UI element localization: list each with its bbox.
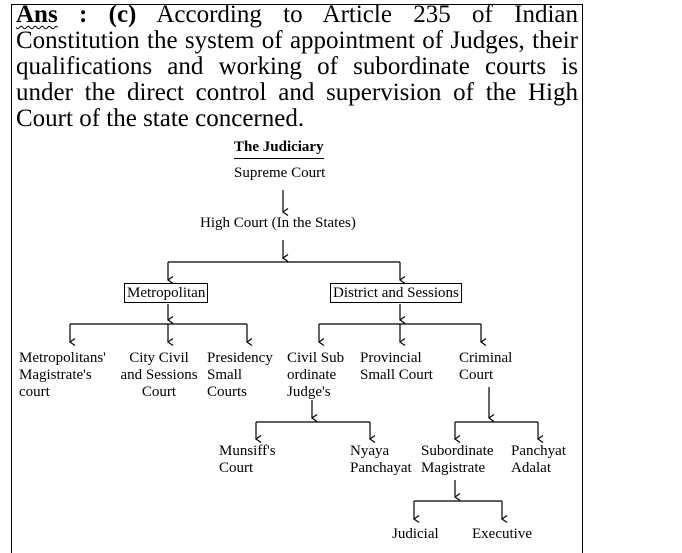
node-munsiff-court: Munsiff's Court (219, 443, 276, 476)
node-presidency-small-courts: Presidency Small Courts (207, 350, 273, 400)
answer-text: According to Article 235 of Indian Const… (16, 1, 579, 132)
answer-separator: : (79, 1, 88, 28)
node-provincial-small-court: Provincial Small Court (360, 350, 433, 383)
node-metro-magistrate-court: Metropolitans' Magistrate's court (19, 350, 106, 400)
node-supreme-court: Supreme Court (234, 165, 326, 181)
node-high-court: High Court (In the States) (200, 215, 356, 231)
node-executive: Executive (472, 526, 532, 542)
answer-option: (c) (108, 1, 137, 28)
node-subordinate-magistrate: Subordinate Magistrate (421, 443, 494, 476)
answer-label: Ans (16, 1, 58, 28)
node-civil-subordinate-judge: Civil Sub ordinate Judge's (287, 350, 345, 400)
diagram-title: The Judiciary (234, 139, 324, 159)
content-frame (11, 4, 583, 553)
answer-paragraph: Ans : (c) According to Article 235 of In… (16, 2, 578, 132)
node-panchyat-adalat: Panchyat Adalat (511, 443, 566, 476)
node-judicial: Judicial (392, 526, 439, 542)
node-nyaya-panchayat: Nyaya Panchayat (350, 443, 412, 476)
node-criminal-court: Criminal Court (459, 350, 513, 383)
node-city-civil-sessions: City Civil and Sessions Court (120, 350, 198, 400)
node-metropolitan: Metropolitan (124, 283, 209, 303)
node-district-sessions: District and Sessions (330, 283, 462, 303)
